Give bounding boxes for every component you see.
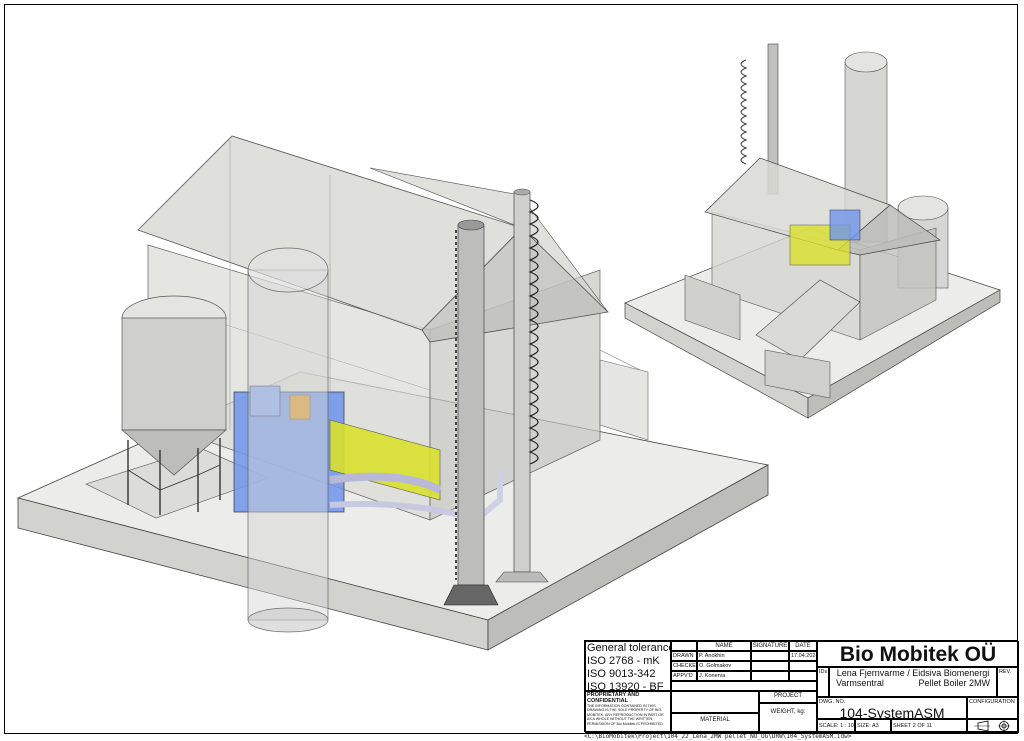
tolerances-box: General tolerances ISO 2768 - mK ISO 901… (585, 641, 671, 691)
proprietary-title: PROPRIETARY AND CONFIDENTIAL (587, 692, 640, 704)
proprietary-text: THE INFORMATION CONTAINED IN THIS DRAWIN… (587, 704, 664, 726)
name-approved: J. Konerva (697, 671, 751, 681)
sheet-size: SIZE: A3 (855, 719, 891, 733)
tolerance-2: ISO 9013-342 (587, 668, 656, 680)
dwg-no-box: DWG. NO. 104-SystemASM (817, 697, 967, 719)
date-approved (789, 671, 817, 681)
signature-drawn (751, 651, 789, 661)
title-block: General tolerances ISO 2768 - mK ISO 901… (584, 640, 1019, 733)
name-header: NAME (697, 641, 751, 651)
dwg-number: 104-SystemASM (839, 705, 945, 719)
weight-label: WEIGHT, kg: (759, 703, 817, 733)
tolerance-3: ISO 13920 - BF (587, 681, 664, 691)
role-drawn: DRAWN (671, 651, 697, 661)
date-drawn: 17.04.2024 (789, 651, 817, 661)
rev-label: REV. (997, 667, 1019, 697)
configuration-label: CONFIGURATION (967, 697, 1019, 719)
project-line-3: Pellet Boiler 2MW (918, 678, 990, 688)
role-checked: CHECKED (671, 661, 697, 671)
third-angle-projection-icon (974, 720, 1010, 732)
project-label: PROJECT (759, 691, 817, 703)
project-line-2: Varmsentral (836, 678, 884, 688)
ids-label: IDs (817, 667, 829, 697)
blank-row (671, 681, 817, 691)
role-approved: APPV'D (671, 671, 697, 681)
projection-symbol (967, 719, 1019, 733)
project-description: Lena Fjernvarme / Eidsiva Biomenergi Var… (829, 667, 997, 697)
date-checked (789, 661, 817, 671)
dwg-no-label: DWG. NO. (819, 699, 846, 705)
company-name: Bio Mobitek OÜ (817, 641, 1019, 667)
tolerances-label: General tolerances (587, 642, 671, 654)
file-path: <C:\BioMobitek\Project\104_22_Lena_2MW p… (584, 733, 852, 740)
name-drawn: P. Anokhin (697, 651, 751, 661)
chimney-secondary (495, 188, 549, 583)
project-line-row: Varmsentral Pellet Boiler 2MW (830, 678, 996, 688)
boiler-assembly (233, 385, 503, 528)
project-cell (671, 691, 759, 713)
signature-approved (751, 671, 789, 681)
signature-checked (751, 661, 789, 671)
scale: SCALE: 1 : 100 (817, 719, 855, 733)
pellet-silo (121, 295, 227, 515)
chimney-main (443, 219, 499, 606)
overview-view (624, 43, 1001, 419)
sheet-number: SHEET 2 OF 11 (891, 719, 967, 733)
tolerance-1: ISO 2768 - mK (587, 655, 660, 667)
project-line-1: Lena Fjernvarme / Eidsiva Biomenergi (836, 668, 990, 678)
name-checked: O. Golmakov (697, 661, 751, 671)
material-label: MATERIAL (671, 713, 759, 733)
proprietary-notice: PROPRIETARY AND CONFIDENTIAL THE INFORMA… (585, 691, 671, 733)
role-header (671, 641, 697, 651)
date-header: DATE (789, 641, 817, 651)
buffer-tank (247, 247, 329, 633)
signature-header: SIGNATURE (751, 641, 789, 651)
